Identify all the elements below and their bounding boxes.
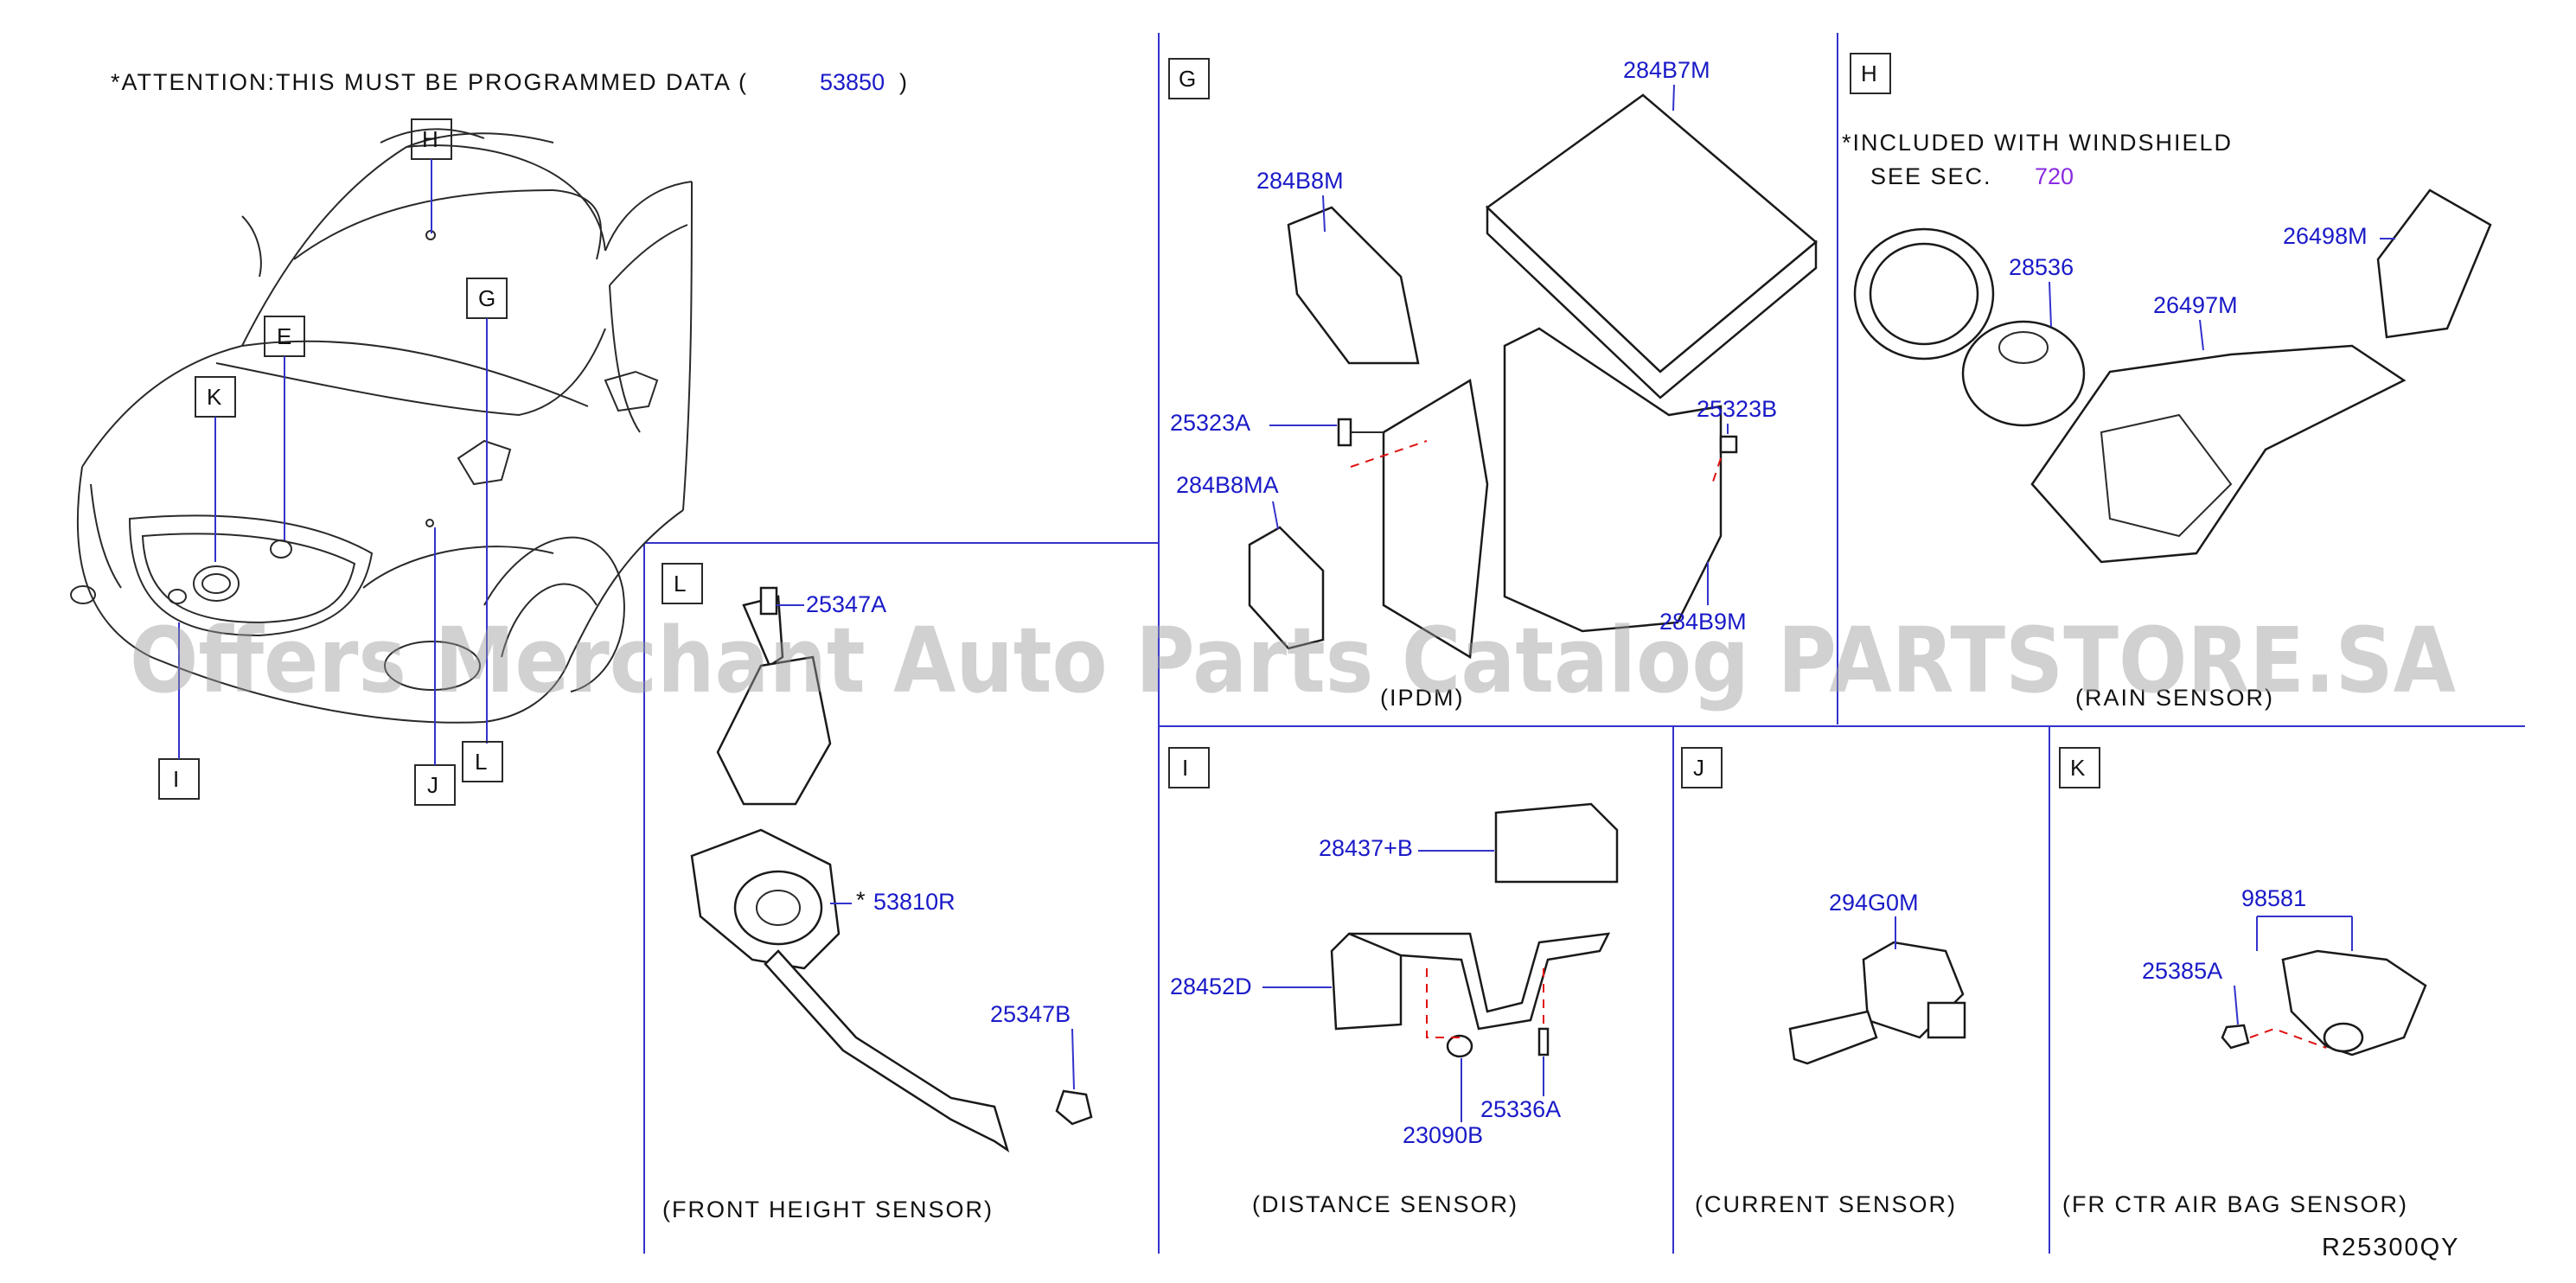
- drawing-id: R25300QY: [2322, 1234, 2460, 1261]
- section-g-letter: G: [1179, 66, 1196, 92]
- part-25323a[interactable]: 25323A: [1170, 410, 1250, 436]
- part-23090b[interactable]: 23090B: [1403, 1122, 1483, 1148]
- part-25336a[interactable]: 25336A: [1480, 1096, 1561, 1122]
- part-284b8m[interactable]: 284B8M: [1256, 168, 1344, 194]
- section-j-caption: (CURRENT SENSOR): [1695, 1191, 1957, 1217]
- part-25347a[interactable]: 25347A: [806, 591, 886, 617]
- section-k: K 98581 25385A (FR CTR AIR BAG SENSOR): [2059, 747, 2427, 1217]
- section-h-letter: H: [1861, 61, 1877, 86]
- callout-e[interactable]: E: [277, 323, 291, 349]
- part-26497m[interactable]: 26497M: [2153, 292, 2238, 318]
- section-h-note-ref[interactable]: 720: [2035, 163, 2074, 189]
- section-l-star: *: [856, 887, 867, 913]
- callout-k[interactable]: K: [207, 384, 222, 410]
- section-g: G 284B7M 284B8M 25323A 25323B 284B8MA 28…: [1168, 57, 1818, 711]
- section-l: L 25347A * 53810R 25347B (FRONT HEIGHT S…: [662, 563, 1093, 1222]
- section-l-letter: L: [674, 571, 686, 597]
- callout-h[interactable]: H: [422, 126, 438, 152]
- part-284b7m[interactable]: 284B7M: [1623, 57, 1710, 83]
- part-98581[interactable]: 98581: [2241, 885, 2306, 911]
- callout-g[interactable]: G: [478, 285, 495, 311]
- section-dividers: [643, 33, 2525, 1254]
- part-294g0m[interactable]: 294G0M: [1829, 890, 1919, 916]
- section-g-caption: (IPDM): [1380, 685, 1464, 711]
- section-k-letter: K: [2070, 755, 2086, 781]
- section-h: H *INCLUDED WITH WINDSHIELD SEE SEC. 720…: [1842, 53, 2492, 711]
- section-l-caption: (FRONT HEIGHT SENSOR): [662, 1197, 994, 1222]
- section-k-caption: (FR CTR AIR BAG SENSOR): [2062, 1191, 2408, 1217]
- part-25385a[interactable]: 25385A: [2142, 958, 2222, 984]
- part-25347b[interactable]: 25347B: [990, 1001, 1071, 1027]
- section-h-note2: SEE SEC.: [1870, 163, 1992, 189]
- part-53810r[interactable]: 53810R: [873, 889, 956, 915]
- part-28536[interactable]: 28536: [2009, 254, 2074, 280]
- vehicle-illustration: [70, 128, 693, 724]
- section-j: J 294G0M (CURRENT SENSOR): [1681, 747, 1966, 1217]
- part-28452d[interactable]: 28452D: [1170, 973, 1252, 999]
- callout-j[interactable]: J: [427, 772, 438, 798]
- part-28437b[interactable]: 28437+B: [1319, 835, 1413, 861]
- callout-i[interactable]: I: [173, 766, 179, 792]
- section-i-caption: (DISTANCE SENSOR): [1252, 1191, 1518, 1217]
- section-i: I 28437+B 28452D 23090B 25336A (DISTANCE…: [1168, 747, 1619, 1217]
- attention-note: *ATTENTION:THIS MUST BE PROGRAMMED DATA …: [111, 69, 909, 95]
- callout-l[interactable]: L: [475, 749, 487, 775]
- attention-code[interactable]: 53850: [820, 69, 885, 95]
- section-i-letter: I: [1182, 755, 1188, 781]
- part-26498m[interactable]: 26498M: [2283, 223, 2368, 249]
- attention-close: ): [899, 69, 909, 95]
- watermark-text: Offers Merchant Auto Parts Catalog PARTS…: [130, 608, 2456, 713]
- attention-text: *ATTENTION:THIS MUST BE PROGRAMMED DATA …: [111, 69, 748, 95]
- part-284b8ma[interactable]: 284B8MA: [1176, 472, 1279, 498]
- section-h-caption: (RAIN SENSOR): [2075, 685, 2274, 711]
- section-h-note1: *INCLUDED WITH WINDSHIELD: [1842, 130, 2233, 156]
- part-25323b[interactable]: 25323B: [1697, 396, 1777, 422]
- part-284b9m[interactable]: 284B9M: [1659, 609, 1747, 635]
- vehicle-callouts: H E K G I J L: [158, 118, 508, 806]
- section-j-letter: J: [1693, 755, 1704, 781]
